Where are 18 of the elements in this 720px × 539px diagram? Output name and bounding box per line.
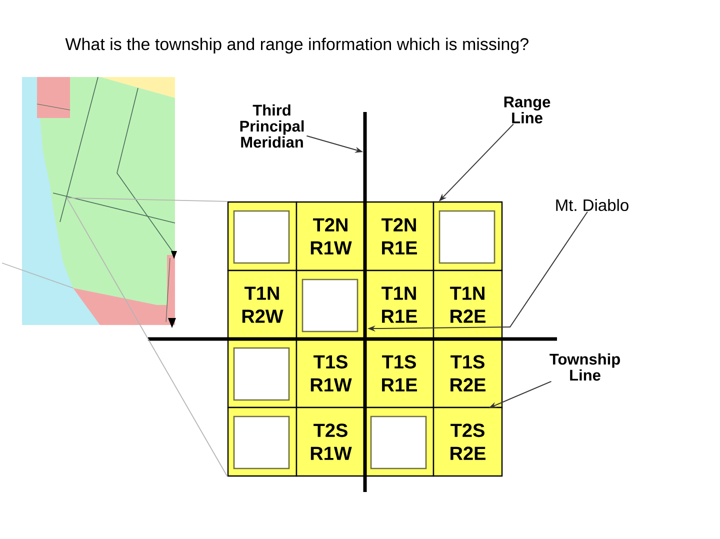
map-illustration: [2, 76, 177, 328]
grid-cell: T2N R1W: [296, 201, 366, 272]
grid-cell: T1N R1E: [364, 270, 434, 340]
grid-cell: T1S R1E: [364, 338, 434, 408]
callout-text: Mt. Diablo: [556, 198, 628, 212]
grid-cell: T2S R2E: [432, 406, 503, 477]
grid-cell: T1N R2E: [432, 270, 503, 340]
grid-cell: T2N R1E: [364, 201, 434, 272]
callout-text: Third Principal Meridian: [240, 104, 304, 148]
callout-text: Range Line: [504, 96, 550, 124]
title: What is the township and range information which is missing?: [65, 38, 528, 54]
zoom-line: [66, 197, 228, 202]
grid-cell: T1S R2E: [432, 338, 503, 408]
grid-cell: T1S R1W: [296, 338, 366, 408]
callout-text: Township Line: [550, 353, 620, 381]
grid-cell: T2S R1W: [296, 406, 366, 477]
zoom-line: [66, 197, 228, 478]
grid-cell: T1N R2W: [227, 270, 298, 340]
